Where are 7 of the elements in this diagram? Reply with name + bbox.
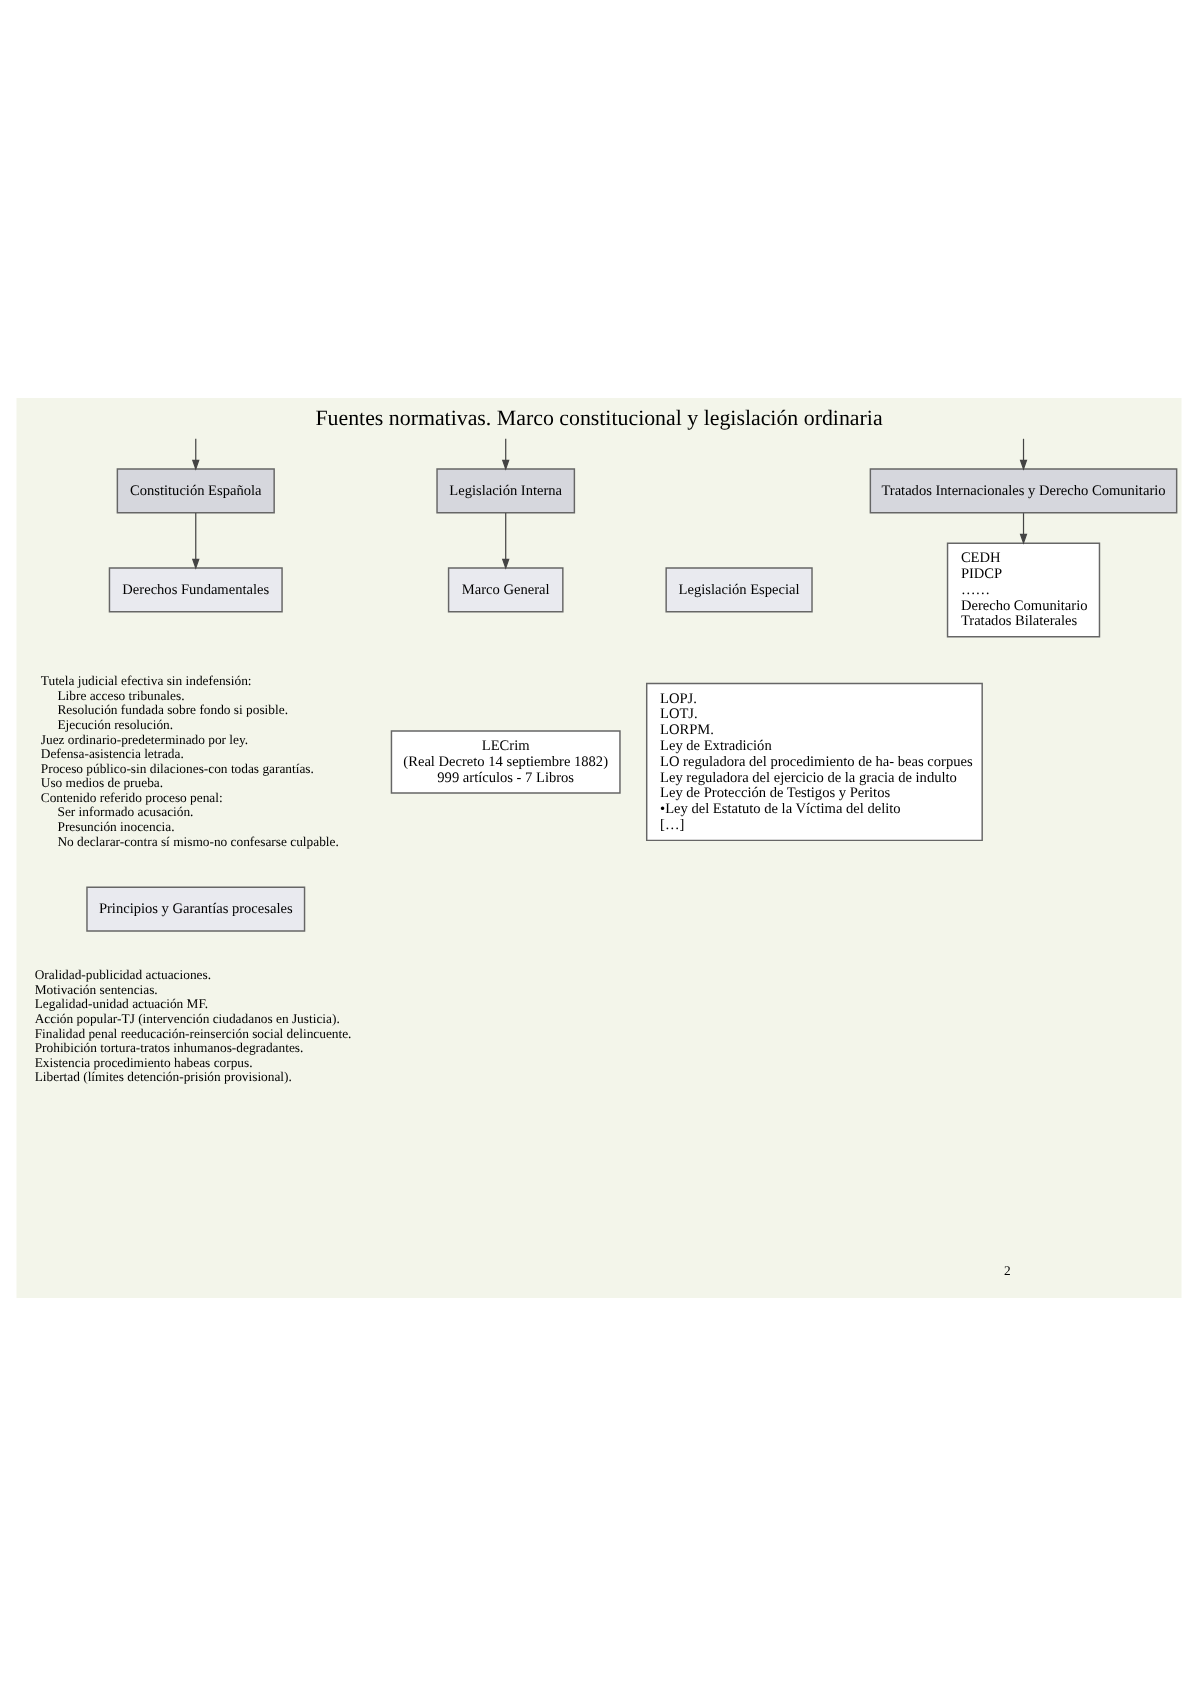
arrow [501, 438, 510, 471]
diagram-title: Fuentes normativas. Marco constitucional y legislación ordinaria [315, 407, 883, 432]
arrow [1019, 438, 1028, 471]
arrow [501, 512, 510, 570]
arrow [1019, 512, 1028, 545]
arrow [191, 512, 200, 570]
arrow [191, 438, 200, 471]
